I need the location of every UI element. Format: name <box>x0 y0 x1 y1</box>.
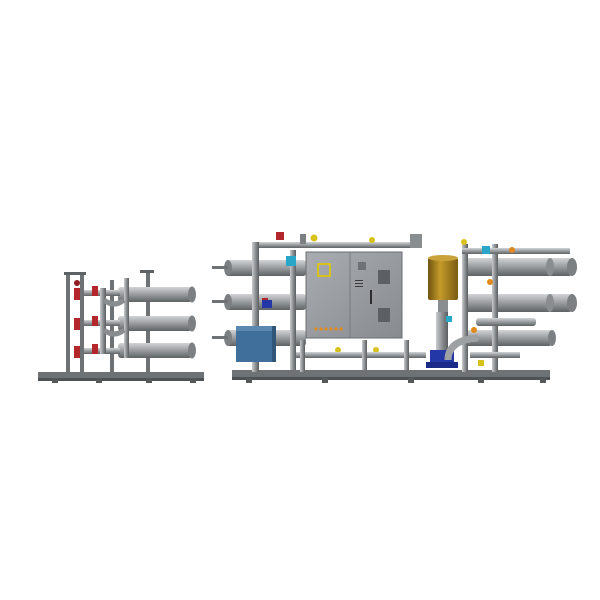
main-skid <box>212 232 577 383</box>
left-skid-base <box>38 372 204 378</box>
valve-icon <box>335 347 341 353</box>
display-frame <box>317 263 331 277</box>
pressure-vessel-icon <box>118 286 196 303</box>
pressure-vessel-icon <box>462 258 577 276</box>
control-panel-icon <box>305 251 403 339</box>
valve-icon <box>74 316 98 330</box>
valve-icon <box>373 347 379 353</box>
pressure-vessel-icon <box>118 315 196 332</box>
valve-icon <box>509 247 515 253</box>
valve-icon <box>461 239 467 245</box>
valve-icon <box>369 237 375 243</box>
cartridge-filter-icon <box>236 300 276 362</box>
valve-icon <box>74 280 98 300</box>
left-skid <box>38 270 204 383</box>
valve-icon <box>74 344 98 358</box>
main-skid-base <box>232 370 550 377</box>
left-skid-frame-post <box>66 274 70 372</box>
valve-icon <box>487 279 493 285</box>
pressure-vessel-icon <box>462 294 577 312</box>
pressure-vessel-icon <box>118 342 196 359</box>
flow-meter-icon <box>482 246 490 254</box>
pump-motor-icon <box>428 255 458 312</box>
valve-icon <box>471 327 477 333</box>
pump-icon <box>426 350 458 368</box>
indicator-lights <box>314 327 343 331</box>
pressure-vessel-icon <box>462 330 556 346</box>
valve-icon <box>310 234 318 242</box>
flow-meter-icon <box>286 256 296 266</box>
